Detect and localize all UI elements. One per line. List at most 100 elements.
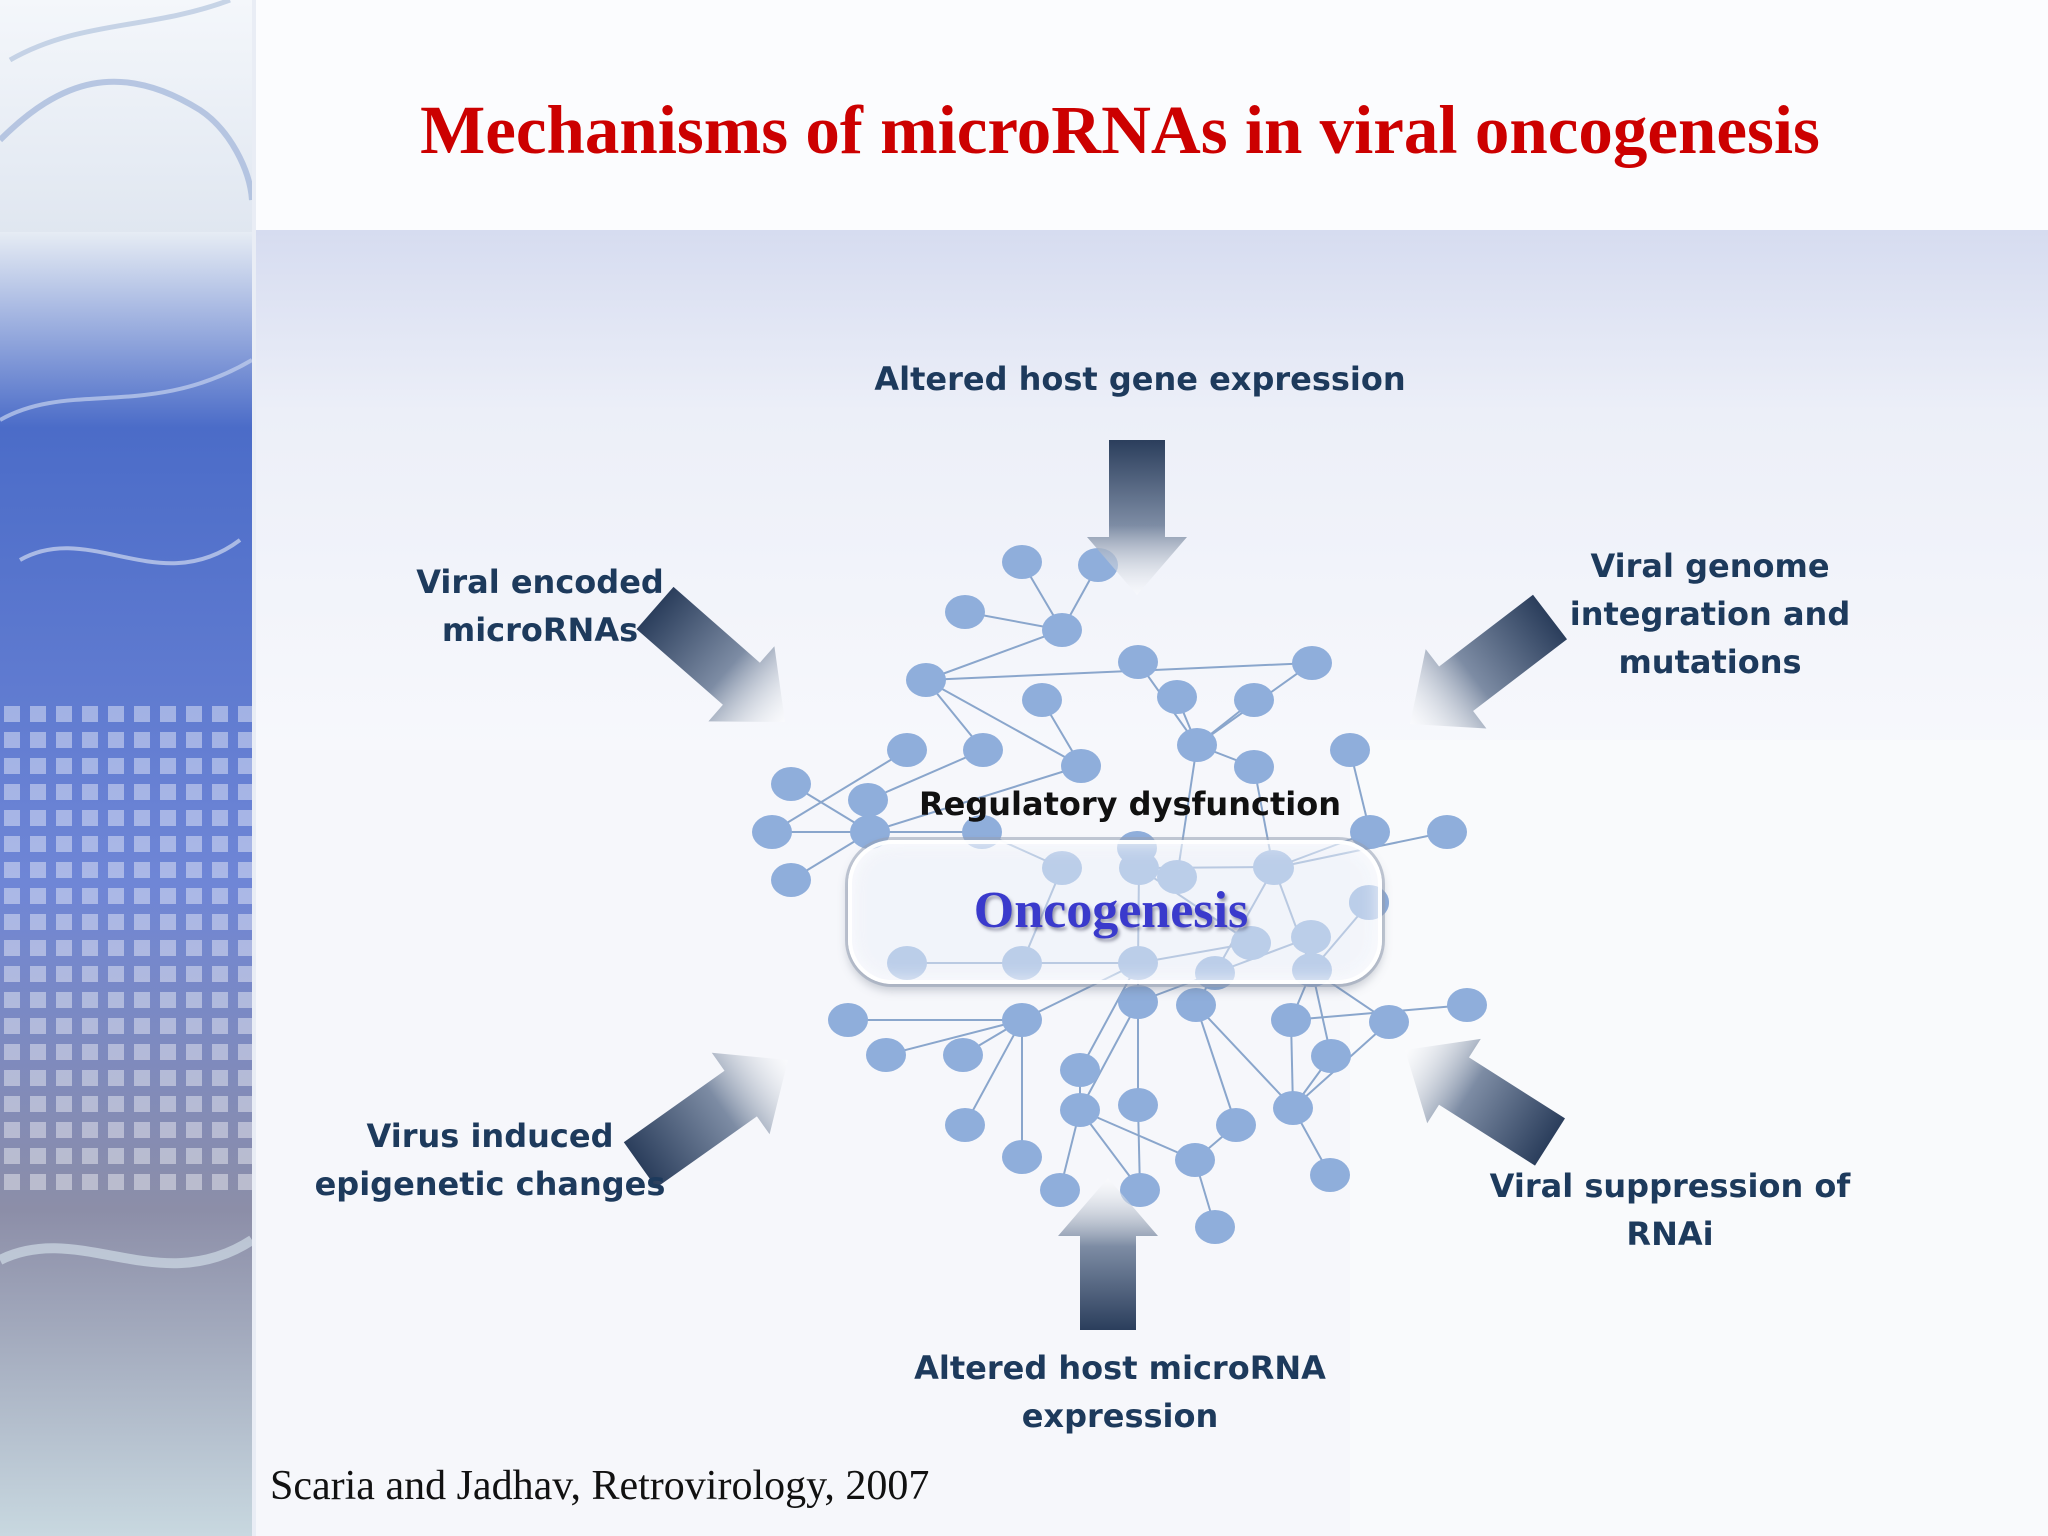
network-node xyxy=(887,946,927,980)
network-node xyxy=(1447,988,1487,1022)
network-node xyxy=(866,1038,906,1072)
network-node xyxy=(1291,920,1331,954)
network-node xyxy=(945,595,985,629)
network-node xyxy=(963,733,1003,767)
network-edge xyxy=(1195,1004,1237,1126)
network-node xyxy=(1060,1093,1100,1127)
network-node xyxy=(848,783,888,817)
network-node xyxy=(1002,1003,1042,1037)
label-line: mutations xyxy=(1618,643,1802,681)
network-edge xyxy=(1021,962,1139,1021)
network-node xyxy=(1310,1158,1350,1192)
network-node xyxy=(1175,1143,1215,1177)
network-node xyxy=(1061,749,1101,783)
network-node xyxy=(1176,988,1216,1022)
network-node xyxy=(945,1108,985,1142)
network-node xyxy=(1271,1003,1311,1037)
citation: Scaria and Jadhav, Retrovirology, 2007 xyxy=(270,1463,930,1509)
network-node xyxy=(1118,946,1158,980)
network-node xyxy=(1369,1005,1409,1039)
label-viral-encoded-micrornas: Viral encoded microRNAs xyxy=(400,558,680,654)
label-line: Viral encoded xyxy=(416,563,664,601)
arrow-bottom-left xyxy=(623,1052,788,1188)
label-line: Virus induced xyxy=(366,1117,614,1155)
regulatory-dysfunction-label: Regulatory dysfunction xyxy=(919,785,1341,823)
network-node xyxy=(1427,815,1467,849)
network-edge xyxy=(1079,1001,1139,1111)
network-node xyxy=(1118,985,1158,1019)
label-line: microRNAs xyxy=(441,611,639,649)
network-node xyxy=(752,815,792,849)
network-node xyxy=(1002,946,1042,980)
network-node xyxy=(771,863,811,897)
network-edge xyxy=(925,662,1313,681)
network-edge xyxy=(867,749,984,801)
network-edge xyxy=(885,1019,1023,1056)
label-altered-host-microrna: Altered host microRNA expression xyxy=(880,1344,1360,1440)
network-node xyxy=(1231,926,1271,960)
network-node xyxy=(1042,851,1082,885)
network-node xyxy=(1254,851,1294,885)
network-edge xyxy=(869,765,1082,833)
network-edge xyxy=(1079,1109,1196,1161)
network-node xyxy=(1119,851,1159,885)
label-line: RNAi xyxy=(1626,1215,1714,1253)
network-edge xyxy=(1176,744,1198,878)
network-node xyxy=(1060,1053,1100,1087)
network-node xyxy=(1350,815,1390,849)
arrow-top-right xyxy=(1410,594,1567,729)
network-edge xyxy=(964,1019,1023,1126)
label-line: Altered host microRNA xyxy=(914,1349,1326,1387)
network-node xyxy=(887,733,927,767)
network-node xyxy=(1118,645,1158,679)
network-node xyxy=(1002,1140,1042,1174)
oncogenesis-box xyxy=(848,840,1382,984)
network-node xyxy=(1273,1091,1313,1125)
network-node xyxy=(1234,750,1274,784)
network-edge xyxy=(1214,867,1275,974)
network-edge xyxy=(771,749,908,833)
network-node xyxy=(1311,1039,1351,1073)
network-node xyxy=(1042,613,1082,647)
network-node xyxy=(1292,953,1332,987)
arrow-top xyxy=(1087,440,1187,595)
network-edge xyxy=(925,679,1082,767)
label-altered-host-gene-expression: Altered host gene expression xyxy=(830,355,1450,403)
label-line: Viral suppression of xyxy=(1489,1167,1851,1205)
arrow-top-left xyxy=(636,586,785,722)
label-line: expression xyxy=(1021,1397,1219,1435)
label-line: integration and xyxy=(1569,595,1851,633)
mechanism-arrows xyxy=(623,440,1567,1330)
arrow-bottom-right xyxy=(1405,1038,1565,1166)
label-virus-induced-epigenetic: Virus induced epigenetic changes xyxy=(300,1112,680,1208)
network-node xyxy=(828,1003,868,1037)
oncogenesis-text: Oncogenesis xyxy=(973,881,1249,939)
network-node xyxy=(1330,733,1370,767)
slide-title: Mechanisms of microRNAs in viral oncogen… xyxy=(420,91,1820,168)
network-node xyxy=(1040,1173,1080,1207)
network-node xyxy=(1120,1173,1160,1207)
network-node xyxy=(1157,680,1197,714)
network-node xyxy=(1195,1210,1235,1244)
network-node xyxy=(1157,860,1197,894)
network-node xyxy=(1234,683,1274,717)
network-node xyxy=(1022,683,1062,717)
label-viral-genome-integration: Viral genome integration and mutations xyxy=(1540,542,1880,686)
network-edge xyxy=(1195,1004,1294,1109)
network-node xyxy=(771,767,811,801)
network-nodes xyxy=(752,545,1487,1244)
label-line: epigenetic changes xyxy=(314,1165,666,1203)
network-node xyxy=(1216,1108,1256,1142)
network-node xyxy=(943,1038,983,1072)
arrow-bottom xyxy=(1058,1178,1158,1330)
network-node xyxy=(1118,1088,1158,1122)
network-node xyxy=(906,663,946,697)
label-viral-suppression-rnai: Viral suppression of RNAi xyxy=(1470,1162,1870,1258)
network-node xyxy=(1177,728,1217,762)
label-line: Altered host gene expression xyxy=(874,360,1406,398)
label-line: Viral genome xyxy=(1590,547,1830,585)
network-node xyxy=(1002,545,1042,579)
